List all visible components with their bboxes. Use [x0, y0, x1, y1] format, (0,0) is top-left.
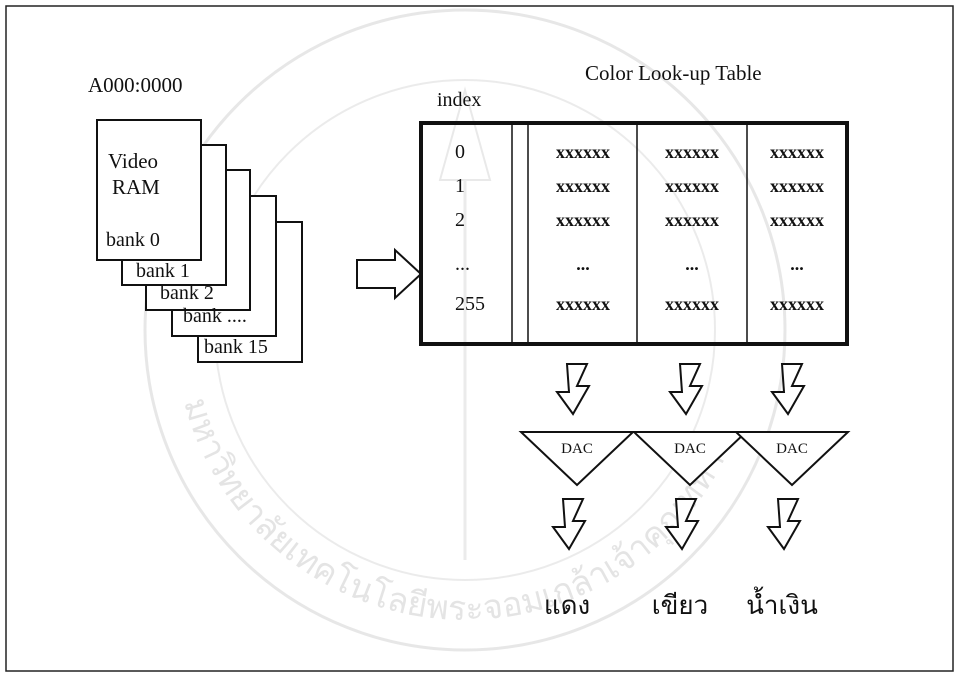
- lut-cell-r3-c1: ...: [685, 254, 699, 274]
- lut-cell-r4-c1: xxxxxx: [665, 294, 719, 314]
- dac-label-1: DAC: [674, 441, 706, 457]
- lut-index-1: 1: [455, 175, 465, 197]
- lut-cell-r1-c0: xxxxxx: [556, 176, 610, 196]
- lut-index-2: 2: [455, 209, 465, 231]
- lut-title: Color Look-up Table: [585, 61, 762, 85]
- lut-cell-r3-c2: ...: [790, 254, 804, 274]
- bank-label-1: bank 1: [136, 260, 190, 282]
- lut-cell-r4-c2: xxxxxx: [770, 294, 824, 314]
- bank-label-dots: bank ....: [183, 305, 247, 327]
- vram-title-line1: Video: [108, 149, 158, 173]
- color-lookup-table: 0 xxxxxx xxxxxx xxxxxx 1 xxxxxx xxxxxx xxxxxx 2 x…: [421, 123, 847, 344]
- lut-cell-r1-c1: xxxxxx: [665, 176, 719, 196]
- output-label-2: น้ำเงิน: [746, 586, 818, 620]
- bank-label-0: bank 0: [106, 229, 160, 251]
- input-arrow-icon: [357, 250, 421, 298]
- lut-to-dac-arrow-icon-1: [670, 364, 702, 414]
- bank-label-2: bank 2: [160, 282, 214, 304]
- lut-index-0: 0: [455, 141, 465, 163]
- output-label-0: แดง: [544, 591, 590, 620]
- lut-cell-r2-c0: xxxxxx: [556, 210, 610, 230]
- dac-output-arrow-icon-2: [768, 499, 800, 549]
- bank-label-15: bank 15: [204, 336, 268, 358]
- lut-cell-r2-c2: xxxxxx: [770, 210, 824, 230]
- lut-cell-r0-c1: xxxxxx: [665, 142, 719, 162]
- lut-cell-r1-c2: xxxxxx: [770, 176, 824, 196]
- lut-cell-r2-c1: xxxxxx: [665, 210, 719, 230]
- lut-to-dac-arrow-icon-0: [557, 364, 589, 414]
- lut-index-3: ...: [455, 253, 470, 275]
- vram-title-line2: RAM: [112, 175, 160, 199]
- address-label: A000:0000: [88, 73, 183, 97]
- video-ram-stack: Video RAM bank 0 bank 1 bank 2 bank ....…: [97, 120, 302, 362]
- output-label-1: เขียว: [652, 591, 709, 620]
- dac-output-arrow-icon-0: [553, 499, 585, 549]
- index-header: index: [437, 89, 481, 111]
- lut-cell-r4-c0: xxxxxx: [556, 294, 610, 314]
- lut-cell-r3-c0: ...: [576, 254, 590, 274]
- dac-label-2: DAC: [776, 441, 808, 457]
- lut-cell-r0-c2: xxxxxx: [770, 142, 824, 162]
- dac-triangle-2: [736, 432, 848, 485]
- dac-triangle-0: [521, 432, 633, 485]
- lut-cell-r0-c0: xxxxxx: [556, 142, 610, 162]
- lut-index-4: 255: [455, 293, 485, 315]
- dac-label-0: DAC: [561, 441, 593, 457]
